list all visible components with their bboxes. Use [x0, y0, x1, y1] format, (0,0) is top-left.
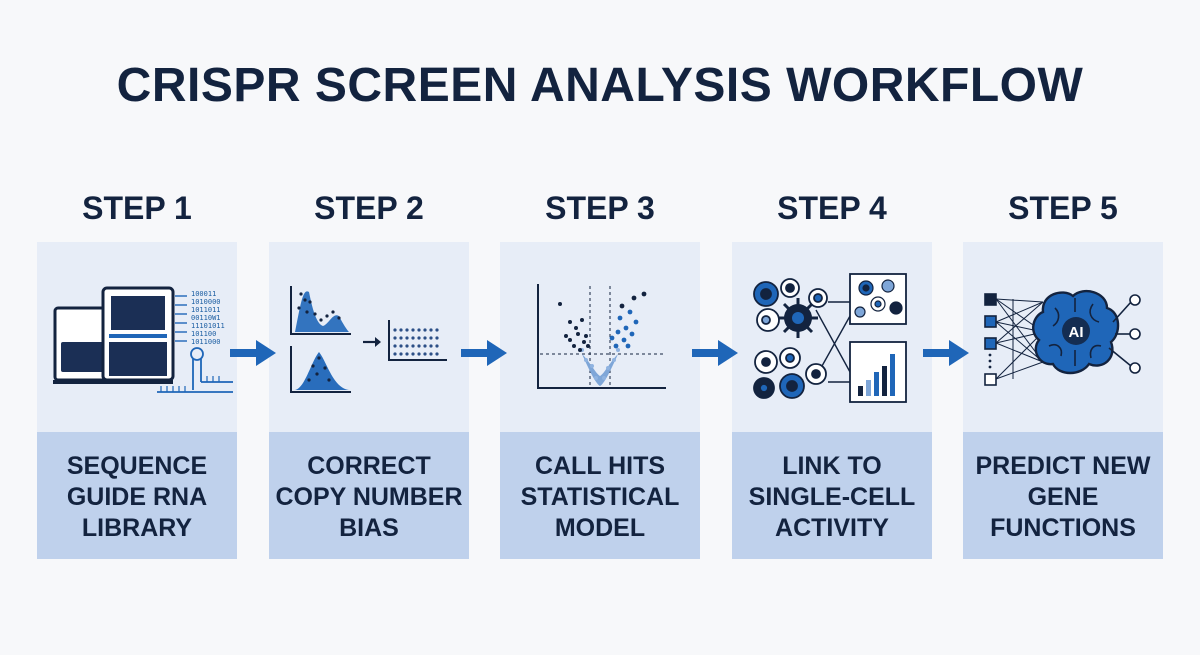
arrow-right-icon — [230, 340, 276, 366]
bit-line-3: 1011011 — [191, 306, 221, 314]
step-5-caption: PREDICT NEW GENE FUNCTIONS — [963, 432, 1163, 559]
step-2-caption: CORRECT COPY NUMBER BIAS — [269, 432, 469, 559]
caption-line: ACTIVITY — [775, 514, 889, 542]
bit-line-2: 1010000 — [191, 298, 221, 306]
step-2-label: STEP 2 — [314, 190, 424, 226]
caption-line: CORRECT — [307, 452, 431, 480]
caption-line: MODEL — [554, 514, 646, 542]
corrected-dots — [393, 328, 439, 356]
caption-line: LINK TO — [782, 452, 882, 480]
bit-line-5: 11101011 — [191, 322, 225, 330]
bit-line-1: 100011 — [191, 290, 216, 298]
step-4-caption: LINK TO SINGLE-CELL ACTIVITY — [732, 432, 932, 559]
spiky-cell-icon — [778, 298, 818, 338]
bit-line-6: 101100 — [191, 330, 216, 338]
volcano-plot-icon — [537, 284, 666, 389]
distribution-correction-icon — [290, 286, 447, 393]
step-2-panel: CORRECT COPY NUMBER BIAS — [269, 242, 469, 559]
ai-label: AI — [1069, 324, 1084, 341]
caption-line: GENE — [1027, 483, 1099, 511]
sequencer-icon: 100011 1010000 1011011 00110W1 11101011 … — [53, 286, 233, 393]
arrow-right-icon — [461, 340, 507, 366]
ai-brain-icon: AI — [984, 289, 1141, 386]
caption-line: STATISTICAL — [520, 483, 680, 511]
arrow-right-icon — [692, 340, 738, 366]
step-3-label: STEP 3 — [545, 190, 655, 226]
caption-line: SEQUENCE — [66, 452, 208, 480]
caption-line: SINGLE-CELL — [748, 483, 916, 511]
step-1-caption: SEQUENCE GUIDE RNA LIBRARY — [37, 432, 237, 559]
cell-link-icon — [753, 273, 907, 403]
caption-line: CALL HITS — [534, 452, 666, 480]
step-1-label: STEP 1 — [82, 190, 192, 226]
guide-rna-icon — [157, 347, 233, 393]
step-5-panel: AI PREDICT NEW GENE FUNCTIONS — [963, 242, 1163, 559]
caption-line: GUIDE RNA — [66, 483, 208, 511]
bit-line-7: 1011000 — [191, 338, 221, 346]
step-5-label: STEP 5 — [1008, 190, 1118, 226]
step-4-panel: LINK TO SINGLE-CELL ACTIVITY — [732, 242, 932, 559]
arrow-right-icon — [923, 340, 969, 366]
step-4-label: STEP 4 — [777, 190, 887, 226]
bit-line-4: 00110W1 — [191, 314, 221, 322]
step-3-caption: CALL HITS STATISTICAL MODEL — [500, 432, 700, 559]
step-1-panel: 100011 1010000 1011011 00110W1 11101011 … — [37, 242, 237, 559]
step-3-panel: CALL HITS STATISTICAL MODEL — [500, 242, 700, 559]
caption-line: FUNCTIONS — [990, 514, 1136, 542]
caption-line: LIBRARY — [81, 514, 193, 542]
page-title: CRISPR SCREEN ANALYSIS WORKFLOW — [116, 59, 1084, 112]
caption-line: PREDICT NEW — [975, 452, 1151, 480]
caption-line: COPY NUMBER — [275, 483, 463, 511]
caption-line: BIAS — [339, 514, 399, 542]
